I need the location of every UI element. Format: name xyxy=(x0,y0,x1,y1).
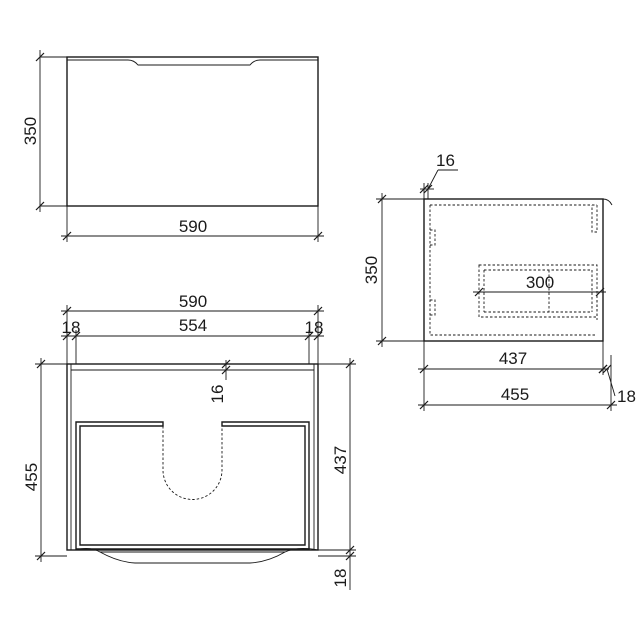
plan-cabinet-outline xyxy=(66,363,319,551)
plan-view: 16 590 554 18 18 xyxy=(22,292,356,590)
front-cabinet-outline xyxy=(66,56,319,207)
front-height-label: 350 xyxy=(21,117,40,145)
plan-back-label: 16 xyxy=(208,385,227,404)
plan-inner-width-label: 554 xyxy=(179,316,207,335)
front-view: 350 590 xyxy=(21,50,324,242)
side-front-panel xyxy=(602,198,613,206)
plan-right-panel-label: 18 xyxy=(305,318,324,337)
side-view: 16 350 300 437 xyxy=(362,151,636,411)
side-height-label: 350 xyxy=(362,256,381,284)
side-top-dimension: 16 xyxy=(419,151,458,199)
plan-depth-label: 455 xyxy=(22,463,41,491)
side-hidden-bottom-rail xyxy=(430,299,436,316)
side-total-depth-dimension: 455 xyxy=(418,355,617,411)
side-drawer-label: 300 xyxy=(526,273,554,292)
plan-drawer xyxy=(75,421,310,550)
side-total-depth-label: 455 xyxy=(501,385,529,404)
plan-front-dimension: 18 xyxy=(318,551,356,588)
plan-inner-width-dimension: 554 18 18 xyxy=(61,316,324,364)
plan-siphon-cutout xyxy=(162,426,223,500)
side-height-dimension: 350 xyxy=(362,193,424,347)
plan-total-width-label: 590 xyxy=(179,292,207,311)
front-handle-groove xyxy=(67,59,318,66)
side-drawer-dimension: 300 xyxy=(473,273,606,297)
side-front-thickness-label: 18 xyxy=(617,387,636,406)
side-top-label: 16 xyxy=(436,151,455,170)
side-hidden-carcass xyxy=(429,204,597,336)
plan-depth-dimension: 455 xyxy=(22,358,67,562)
front-width-label: 590 xyxy=(179,217,207,236)
side-hidden-top-rail xyxy=(430,229,436,246)
side-hidden-front-rail xyxy=(591,205,598,320)
side-inner-depth-label: 437 xyxy=(499,349,527,368)
plan-front-label: 18 xyxy=(331,569,350,588)
side-cabinet-outline xyxy=(423,198,604,342)
front-width-dimension: 590 xyxy=(61,206,324,242)
side-inner-depth-dimension: 437 xyxy=(418,341,609,375)
plan-front-handle xyxy=(99,551,286,564)
side-front-thickness-dimension: 18 xyxy=(598,364,636,406)
front-height-dimension: 350 xyxy=(21,50,67,212)
plan-left-panel-label: 18 xyxy=(62,318,81,337)
side-drawer-box xyxy=(478,264,598,318)
plan-total-width-dimension: 590 xyxy=(61,292,324,364)
plan-inner-depth-label: 437 xyxy=(331,446,350,474)
plan-inner-depth-dimension: 437 xyxy=(318,358,356,590)
plan-back-dimension: 16 xyxy=(208,359,231,404)
